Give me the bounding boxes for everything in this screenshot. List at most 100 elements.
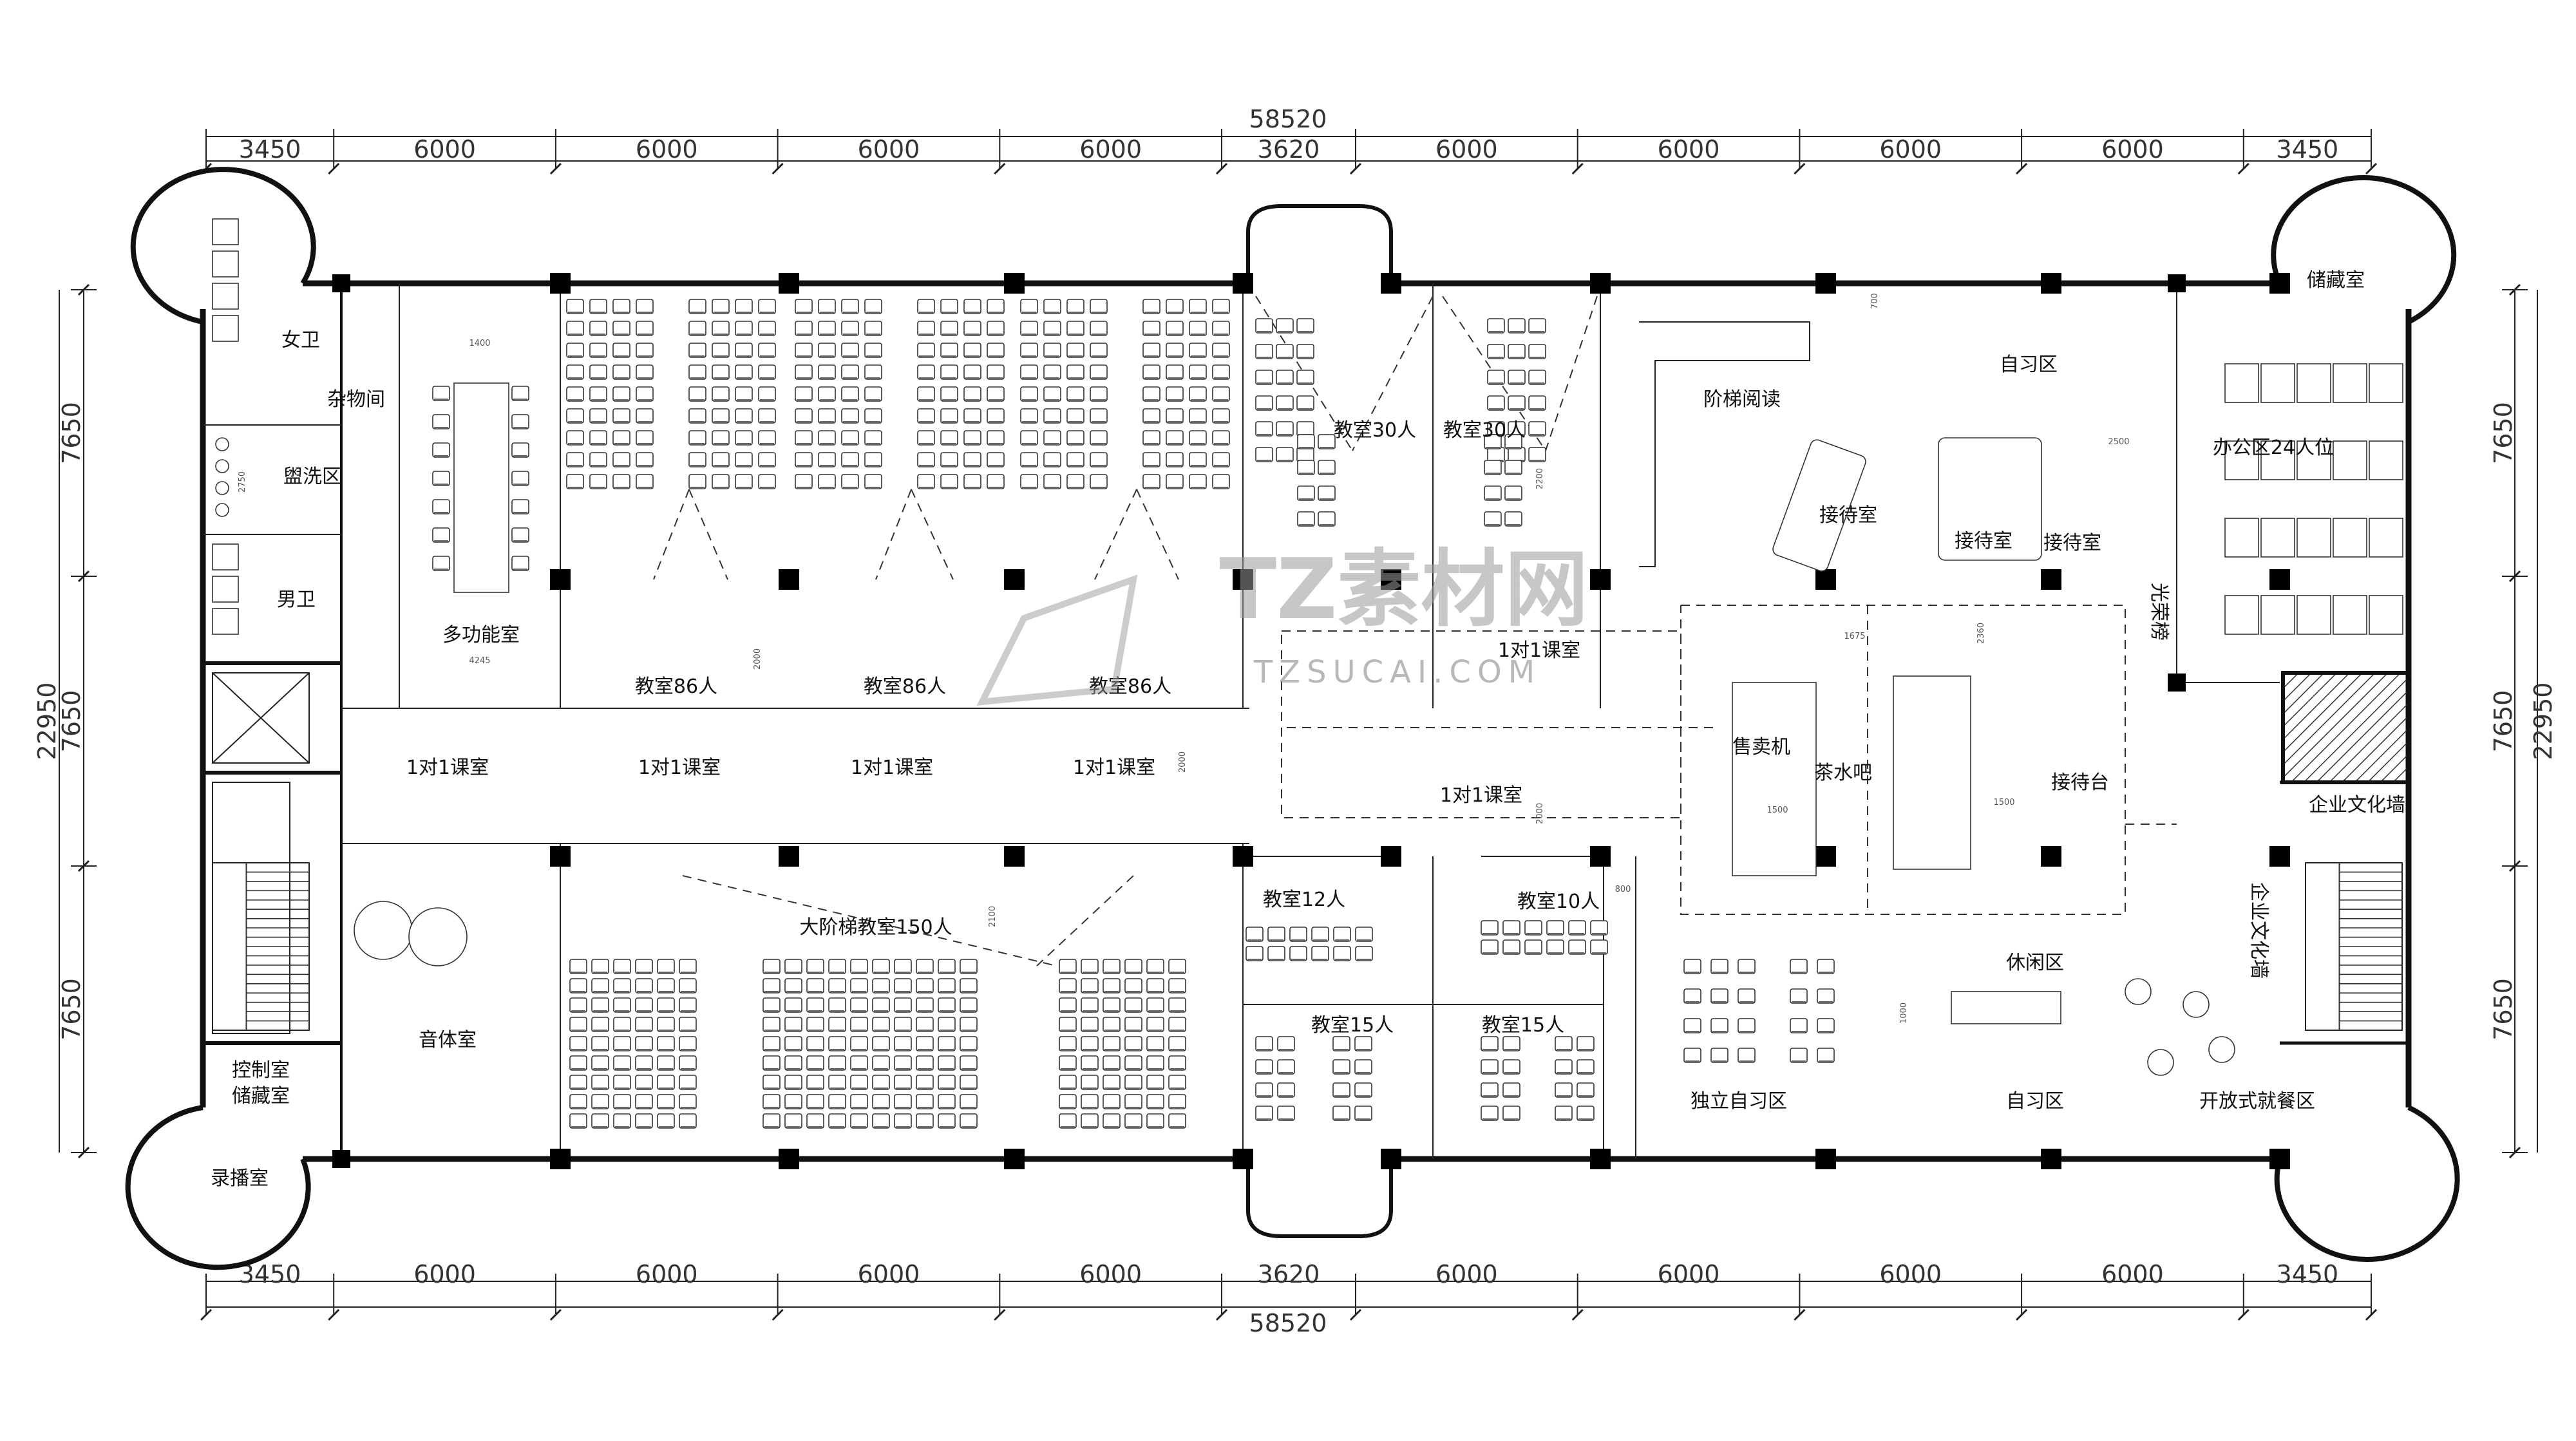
chair: [1333, 927, 1351, 942]
chair: [987, 321, 1005, 336]
chair: [1577, 1106, 1595, 1121]
chair: [1189, 364, 1207, 380]
chair: [1481, 920, 1499, 936]
chair: [938, 1036, 956, 1051]
chair: [1524, 920, 1542, 936]
chair: [850, 1017, 868, 1032]
chair: [679, 997, 697, 1013]
chair: [1166, 364, 1184, 380]
chair: [1296, 344, 1314, 359]
chair: [1289, 927, 1307, 942]
chair: [963, 452, 981, 467]
dim-note: 2500: [2108, 437, 2129, 447]
chair: [591, 1036, 609, 1051]
chair: [612, 299, 630, 314]
chair: [1020, 343, 1038, 358]
label-female-wc: 女卫: [281, 329, 320, 352]
chair: [566, 474, 584, 489]
chair: [1255, 421, 1273, 437]
chair: [872, 1113, 890, 1129]
dimension-segment: 7650: [2489, 690, 2517, 753]
dimension-segment: 6000: [413, 1260, 476, 1288]
chair: [762, 959, 781, 974]
chair: [963, 364, 981, 380]
dimension-segment: 6000: [1879, 135, 1942, 164]
chair: [1487, 395, 1505, 411]
label-independent-study: 独立自习区: [1690, 1090, 1787, 1113]
chair: [1267, 946, 1285, 961]
column: [2269, 1149, 2290, 1169]
chair: [635, 1055, 653, 1071]
chair: [591, 978, 609, 994]
chair: [1124, 978, 1142, 994]
chair: [784, 997, 802, 1013]
chair: [963, 386, 981, 402]
chair: [1255, 344, 1273, 359]
chair: [938, 959, 956, 974]
leisure-table: [1951, 991, 2061, 1024]
chair: [1354, 1082, 1372, 1098]
chair: [1481, 1059, 1499, 1075]
chair: [1683, 988, 1701, 1004]
chair: [1297, 434, 1315, 449]
desk: [2224, 440, 2259, 480]
chair: [806, 959, 824, 974]
wash-basin: [215, 481, 229, 495]
chair: [818, 321, 836, 336]
dim-note: 2360: [1976, 623, 1986, 644]
chair: [1090, 321, 1108, 336]
chair: [850, 1075, 868, 1090]
chair: [841, 452, 859, 467]
dimension-segment: 3450: [2277, 135, 2339, 164]
dimension-segment: 3620: [1258, 135, 1320, 164]
column: [1815, 846, 1836, 867]
chair: [1103, 1075, 1121, 1090]
desk: [2297, 518, 2331, 558]
chair: [872, 1075, 890, 1090]
chair: [1255, 447, 1273, 462]
chair: [917, 364, 935, 380]
desk: [2369, 363, 2403, 403]
chair: [636, 452, 654, 467]
chair: [1066, 364, 1084, 380]
chair: [1020, 321, 1038, 336]
sofa: [1772, 439, 1866, 572]
chair: [1020, 474, 1038, 489]
chair: [818, 452, 836, 467]
chair: [1020, 452, 1038, 467]
chair: [784, 959, 802, 974]
dimension-segment: 7650: [57, 690, 86, 753]
chair: [1276, 395, 1294, 411]
chair: [569, 997, 587, 1013]
chair: [612, 452, 630, 467]
chair: [1066, 299, 1084, 314]
label-reception-b: 接待室: [1955, 530, 2012, 552]
chair: [679, 1094, 697, 1109]
desk: [2369, 440, 2403, 480]
chair: [1059, 1017, 1077, 1032]
chair: [806, 978, 824, 994]
label-big-tiered-classroom: 大阶梯教室150人: [799, 916, 952, 939]
chair: [1142, 408, 1160, 424]
tea-bar-counter: [1732, 682, 1817, 876]
dimension-segment: 7650: [57, 978, 86, 1041]
chair: [1484, 460, 1502, 475]
wash-basin: [215, 437, 229, 451]
column: [2041, 1149, 2061, 1169]
chair: [1212, 321, 1230, 336]
column: [2041, 273, 2061, 294]
chair: [1276, 447, 1294, 462]
label-classroom15-a: 教室15人: [1311, 1014, 1394, 1037]
chair: [917, 299, 935, 314]
chair: [1059, 1113, 1077, 1129]
chair: [828, 1017, 846, 1032]
chair: [1487, 318, 1505, 334]
chair: [1166, 408, 1184, 424]
chair: [1124, 1017, 1142, 1032]
chair: [1168, 1094, 1186, 1109]
chair: [1142, 364, 1160, 380]
chair: [1066, 386, 1084, 402]
chair: [758, 474, 776, 489]
column: [1381, 273, 1401, 294]
label-classroom86-c: 教室86人: [1089, 675, 1171, 698]
